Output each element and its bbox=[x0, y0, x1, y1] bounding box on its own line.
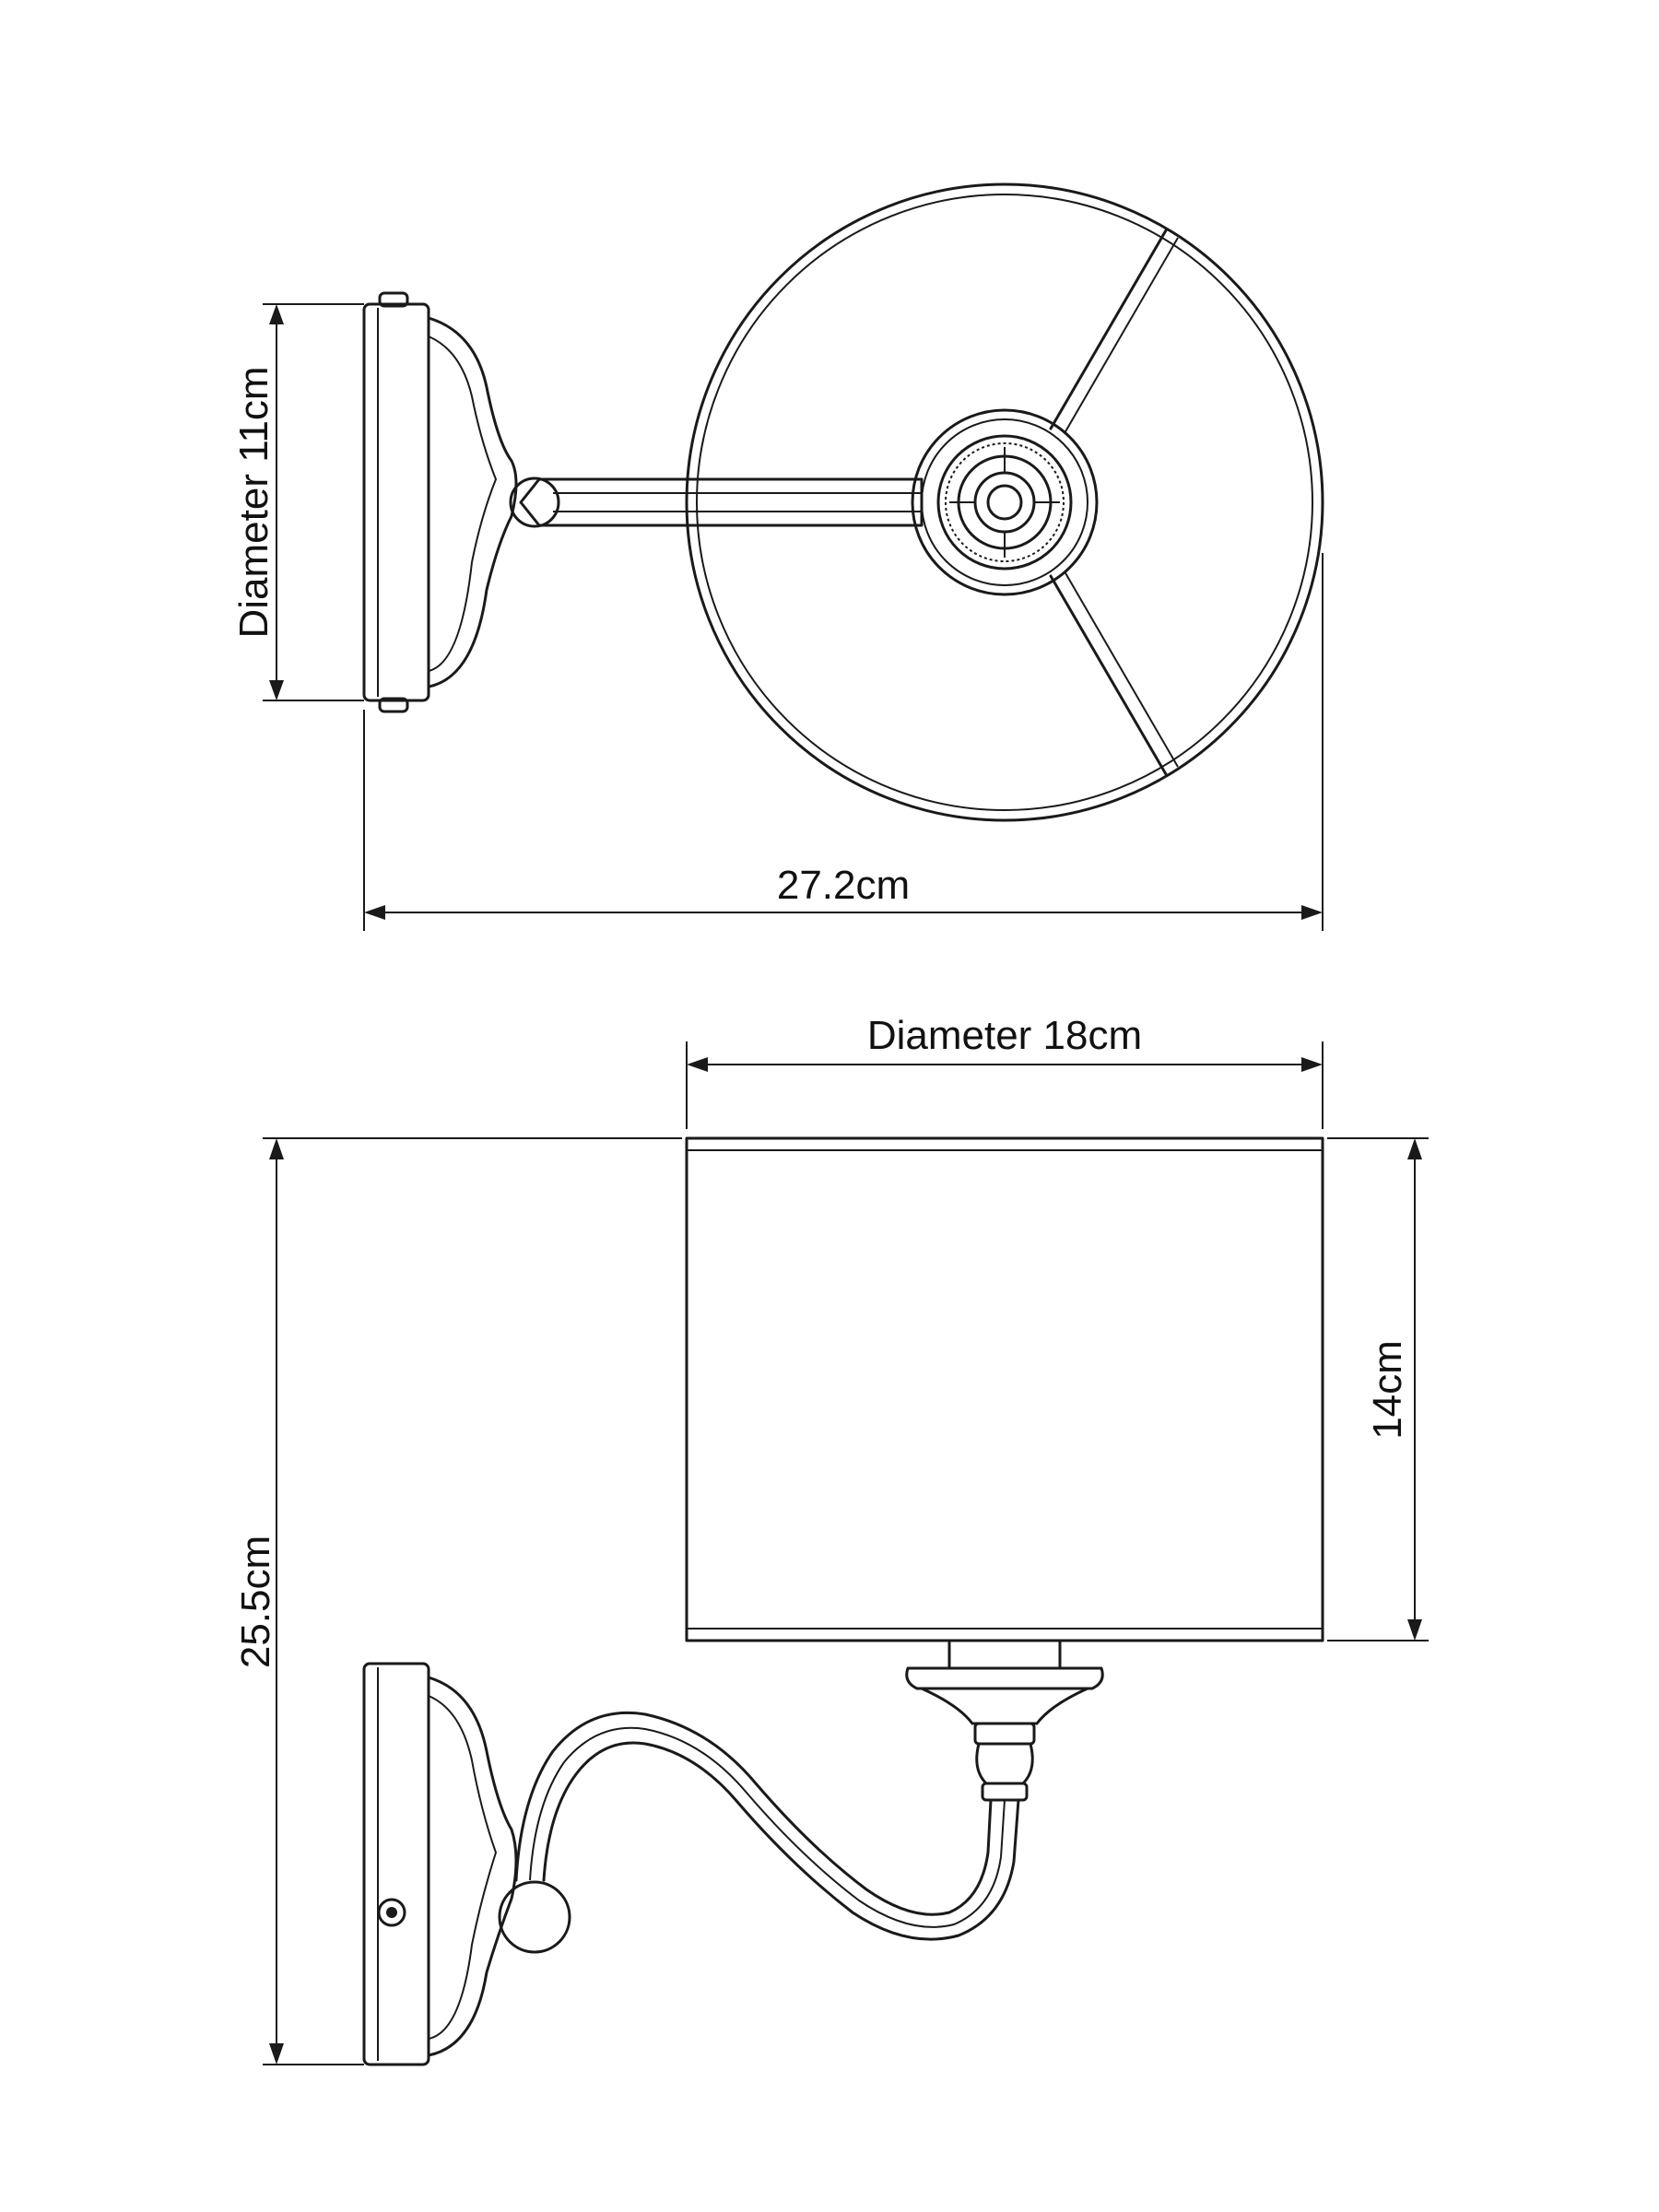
dim-shade-diameter: Diameter 18cm bbox=[686, 1013, 1324, 1129]
dim-shade-height: 14cm bbox=[1327, 1137, 1429, 1641]
side-view bbox=[362, 1136, 1324, 2066]
label-overall-height: 25.5cm bbox=[233, 1535, 278, 1668]
side-arm bbox=[498, 1711, 1020, 1954]
dim-overall-height: 25.5cm bbox=[233, 1137, 682, 2065]
side-holder bbox=[905, 1639, 1104, 1802]
top-shade bbox=[685, 182, 1324, 822]
side-backplate bbox=[362, 1662, 518, 2066]
label-shade-diameter: Diameter 18cm bbox=[867, 1013, 1142, 1058]
label-backplate-diameter: Diameter 11cm bbox=[231, 366, 276, 638]
side-shade bbox=[685, 1136, 1324, 1642]
dim-projection: 27.2cm bbox=[363, 553, 1324, 931]
top-view bbox=[362, 182, 1324, 822]
top-backplate bbox=[362, 291, 560, 713]
label-projection: 27.2cm bbox=[777, 863, 910, 908]
top-arm bbox=[519, 477, 924, 527]
dim-backplate-diameter: Diameter 11cm bbox=[231, 303, 364, 701]
lamp-holder bbox=[911, 408, 1099, 596]
label-shade-height: 14cm bbox=[1365, 1340, 1410, 1440]
